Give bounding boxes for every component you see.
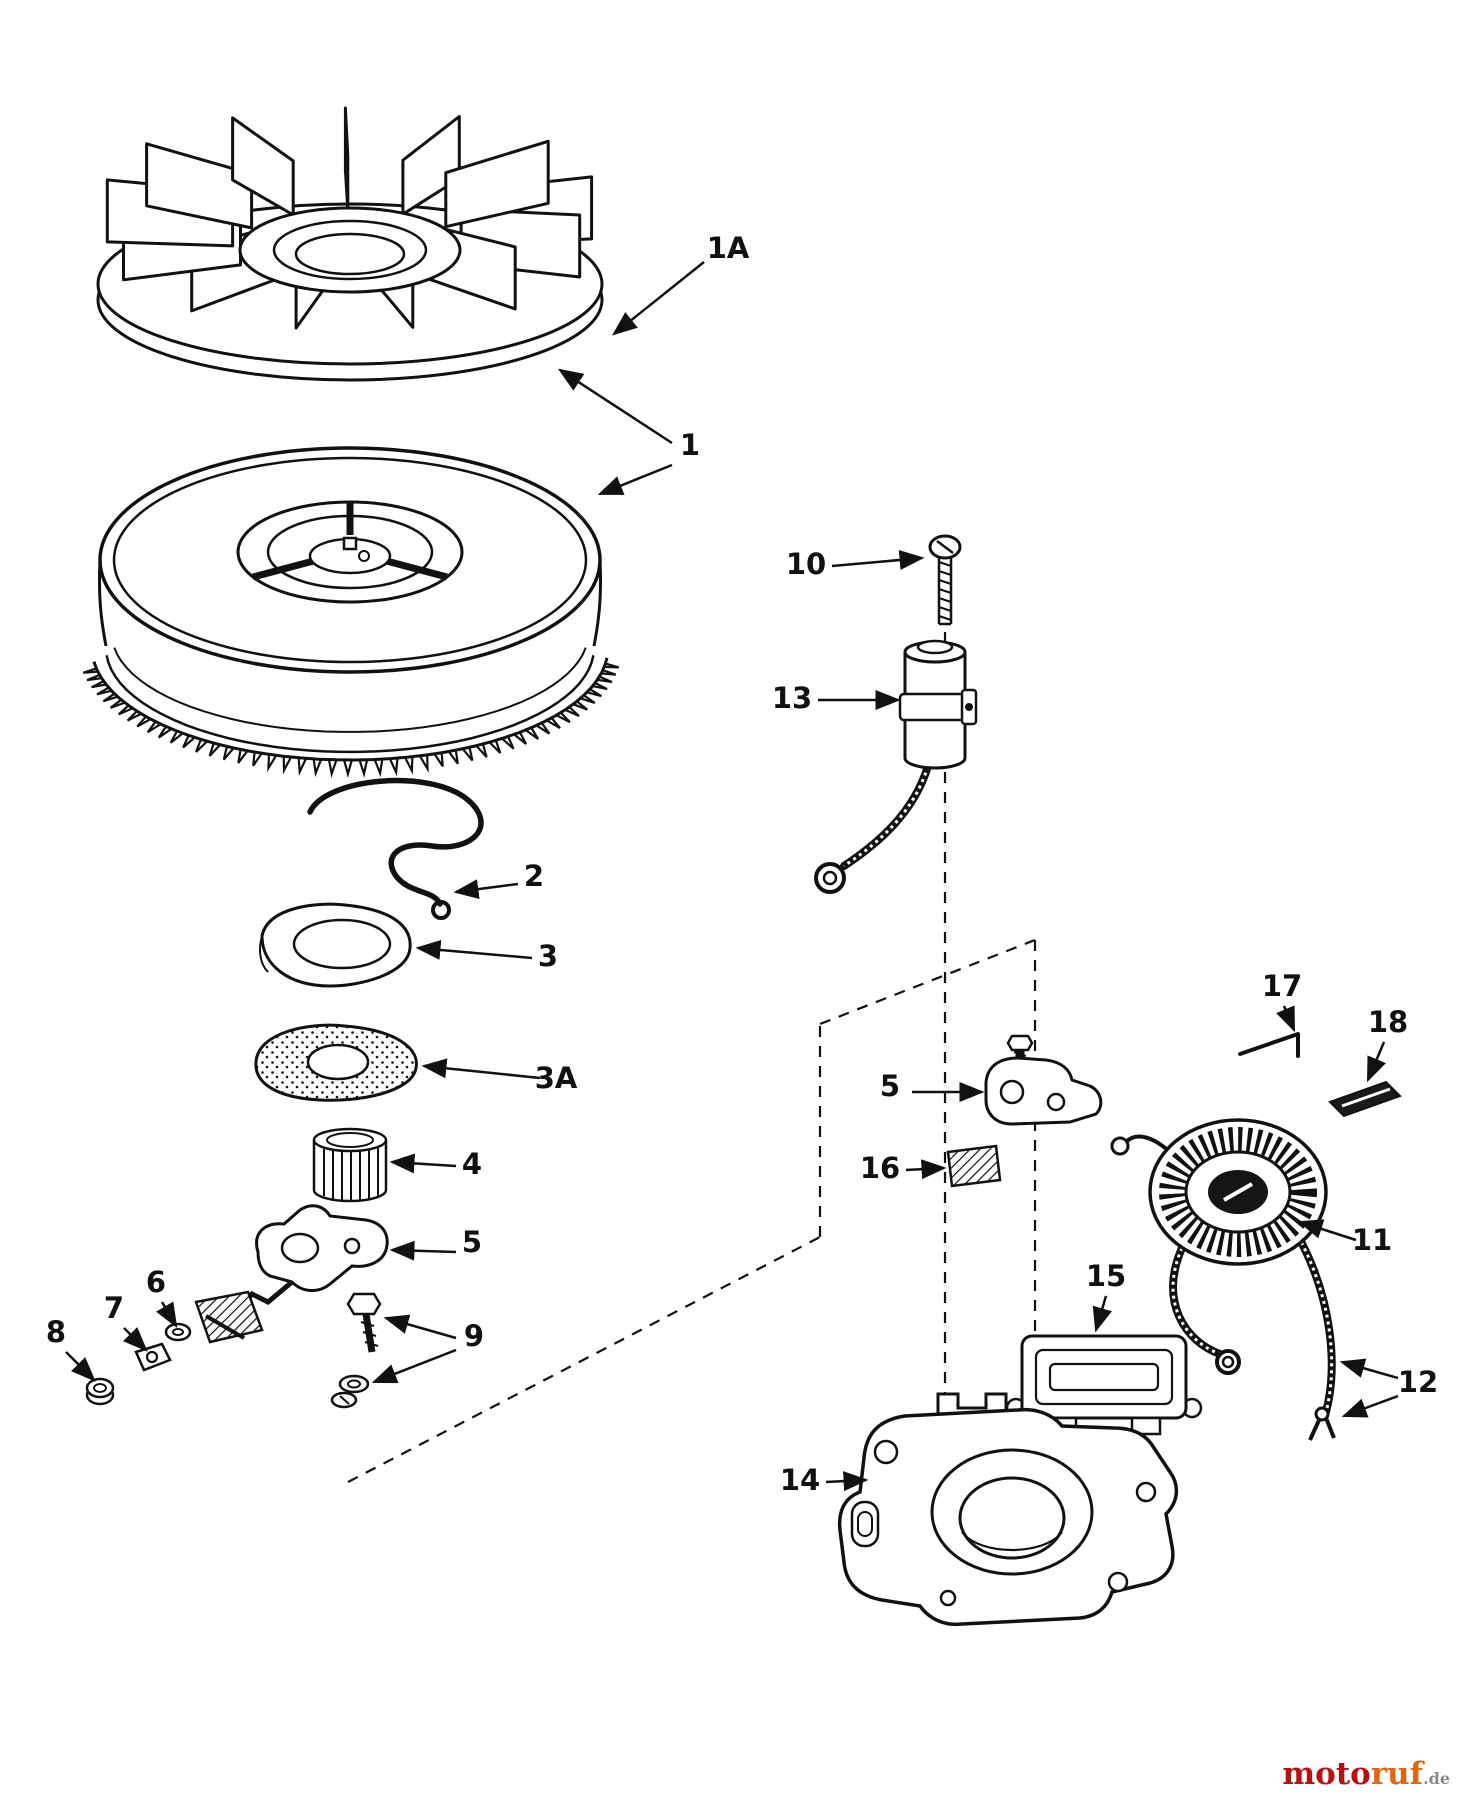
leader-line [905, 1159, 947, 1180]
part-label-16: 16 [860, 1151, 900, 1185]
leader-line [389, 1240, 457, 1261]
part-label-12: 12 [1398, 1365, 1438, 1399]
ignition-coil-part-11 [1110, 1118, 1336, 1441]
part-label-17: 17 [1262, 969, 1302, 1003]
gasket-part-3a [254, 1023, 418, 1102]
leader-line [1341, 1394, 1399, 1418]
leader-line [1366, 1041, 1386, 1083]
leader-line [371, 1348, 457, 1384]
bearing-part-4 [312, 1127, 388, 1203]
sleeve-part-18 [1328, 1080, 1402, 1118]
watermark-moto: moto [1282, 1756, 1371, 1792]
part-label-8: 8 [46, 1315, 66, 1349]
part-label-18: 18 [1368, 1005, 1408, 1039]
part-label-9: 9 [464, 1319, 484, 1353]
leader-line [1297, 1219, 1357, 1242]
leader-line [383, 1314, 457, 1340]
flywheel-fan-part-1a [96, 106, 604, 382]
leader-line [597, 463, 673, 496]
part-label-10: 10 [786, 547, 826, 581]
condenser-part-13 [814, 639, 978, 894]
watermark-de: .de [1423, 1769, 1450, 1788]
part-label-7: 7 [104, 1291, 124, 1325]
contact-part-16 [946, 1144, 1002, 1188]
callout-layer: 1A 1 10 13 2 3 3A 4 5 9 67 8 5 16 17 18 11 15 14 12 [46, 231, 1438, 1497]
part-label-13: 13 [772, 681, 812, 715]
cam-lever-part-5-left [194, 1204, 389, 1344]
watermark-ruf: ruf [1370, 1756, 1424, 1792]
leader-line [156, 1301, 178, 1329]
part-label-11: 11 [1352, 1223, 1392, 1257]
flywheel-part-1 [82, 446, 620, 779]
part-label-3a: 3A [535, 1061, 578, 1095]
leader-line [65, 1351, 96, 1382]
part-label-1a: 1A [707, 231, 750, 265]
screw-part-10 [928, 534, 962, 626]
leader-line [123, 1327, 148, 1352]
leader-line [421, 1058, 541, 1080]
leader-line [1276, 1005, 1296, 1033]
magneto-base-part-14 [837, 1392, 1179, 1627]
part-label-3: 3 [538, 939, 558, 973]
leader-line [1339, 1358, 1399, 1380]
terminal-part-7 [134, 1342, 172, 1372]
leader-line [831, 550, 925, 570]
leader-line [612, 261, 705, 336]
leader-line [557, 368, 673, 445]
leader-line [1092, 1295, 1112, 1333]
dust-cover-part-3 [259, 902, 412, 988]
armature-core-part-15 [1005, 1334, 1203, 1436]
part-label-1: 1 [680, 428, 700, 462]
wire-clip-part-17 [1238, 1032, 1300, 1058]
bracket-part-5-right [984, 1034, 1103, 1126]
screws-part-9 [330, 1292, 382, 1409]
wire-clip-part-2 [307, 777, 484, 920]
leader-line [453, 879, 519, 900]
leader-line [825, 1471, 869, 1492]
ring-gear-band [92, 647, 609, 762]
part-label-4: 4 [462, 1147, 482, 1181]
ring-gear-teeth [82, 662, 620, 779]
part-label-5: 5 [462, 1225, 482, 1259]
nut-part-8 [85, 1377, 115, 1406]
watermark-motoruf: motoruf.de [1282, 1759, 1450, 1790]
leader-line [389, 1153, 457, 1174]
leader-line [415, 940, 533, 960]
part-label-15: 15 [1086, 1259, 1126, 1293]
part-label-6: 6 [146, 1265, 166, 1299]
washer-part-6 [164, 1322, 192, 1342]
part-label-14: 14 [780, 1463, 820, 1497]
part-label-2: 2 [524, 859, 544, 893]
part-label-5: 5 [880, 1069, 900, 1103]
